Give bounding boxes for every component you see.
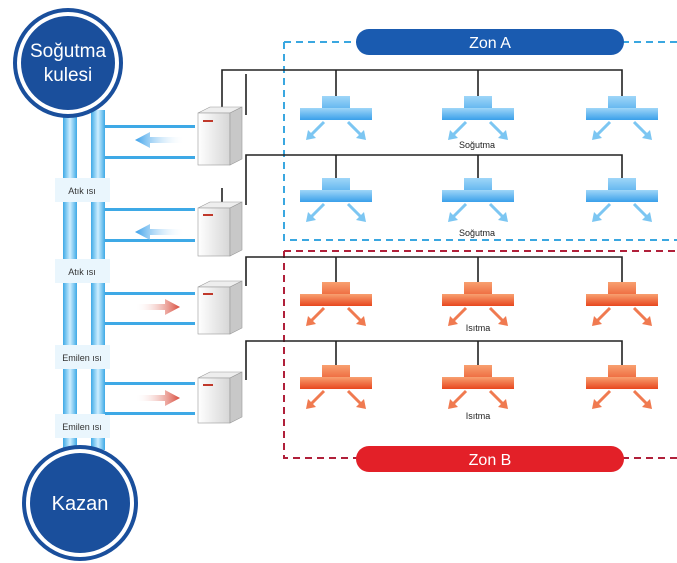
row-labels: Soğutma Soğutma Isıtma Isıtma: [459, 140, 495, 421]
flow-arrows: [135, 132, 185, 406]
cooling-indoor-unit: [300, 96, 372, 140]
pipe-label-1: Atık ısı: [55, 178, 110, 202]
outdoor-unit-4: [197, 371, 243, 424]
arrow-left-icon: [135, 224, 185, 240]
pipe-label-text: Atık ısı: [68, 267, 96, 277]
zone-a-boundary: [283, 41, 677, 241]
arrow-left-icon: [135, 132, 185, 148]
row-mode-label: Isıtma: [466, 323, 491, 333]
pipe-label-2: Atık ısı: [55, 259, 110, 283]
row-mode-label: Soğutma: [459, 228, 495, 238]
pipe-label-text: Emilen ısı: [62, 353, 102, 363]
heating-indoor-unit: [300, 282, 372, 326]
outdoor-units: [197, 106, 243, 424]
cooling-tower-label-line2: kulesi: [44, 65, 93, 86]
heating-indoor-unit: [300, 365, 372, 409]
row-mode-label: Soğutma: [459, 140, 495, 150]
pipe-label-text: Atık ısı: [68, 186, 96, 196]
refrigerant-lines: [221, 69, 623, 380]
row-mode-label: Isıtma: [466, 411, 491, 421]
pipe-label-text: Emilen ısı: [62, 422, 102, 432]
zone-b-badge: Zon B: [356, 446, 624, 472]
feeder-pipes: [105, 125, 195, 415]
outdoor-unit-3: [197, 280, 243, 335]
zone-a-label: Zon A: [469, 35, 511, 52]
cooling-indoor-unit: [442, 96, 514, 140]
pipe-label-4: Emilen ısı: [55, 414, 110, 438]
boiler-label: Kazan: [52, 493, 109, 515]
indoor-units: [300, 96, 658, 409]
cooling-tower-node: Soğutma kulesi: [13, 8, 123, 118]
cooling-tower-label-line1: Soğutma: [30, 41, 106, 62]
heating-indoor-unit: [586, 365, 658, 409]
arrow-right-icon: [135, 390, 180, 406]
arrow-right-icon: [135, 299, 180, 315]
cooling-indoor-unit: [586, 178, 658, 222]
cooling-indoor-unit: [300, 178, 372, 222]
cooling-indoor-unit: [586, 96, 658, 140]
pipe-label-3: Emilen ısı: [55, 345, 110, 369]
outdoor-unit-2: [197, 201, 243, 257]
heating-indoor-unit: [586, 282, 658, 326]
boiler-node: Kazan: [22, 445, 138, 561]
zone-a-badge: Zon A: [356, 29, 624, 55]
pipe-labels: Atık ısı Atık ısı Emilen ısı Emilen ısı: [55, 178, 110, 438]
cooling-indoor-unit: [442, 178, 514, 222]
zone-b-boundary: [283, 250, 677, 459]
heating-indoor-unit: [442, 282, 514, 326]
heating-indoor-unit: [442, 365, 514, 409]
outdoor-unit-1: [197, 106, 243, 166]
zone-b-label: Zon B: [469, 452, 512, 469]
